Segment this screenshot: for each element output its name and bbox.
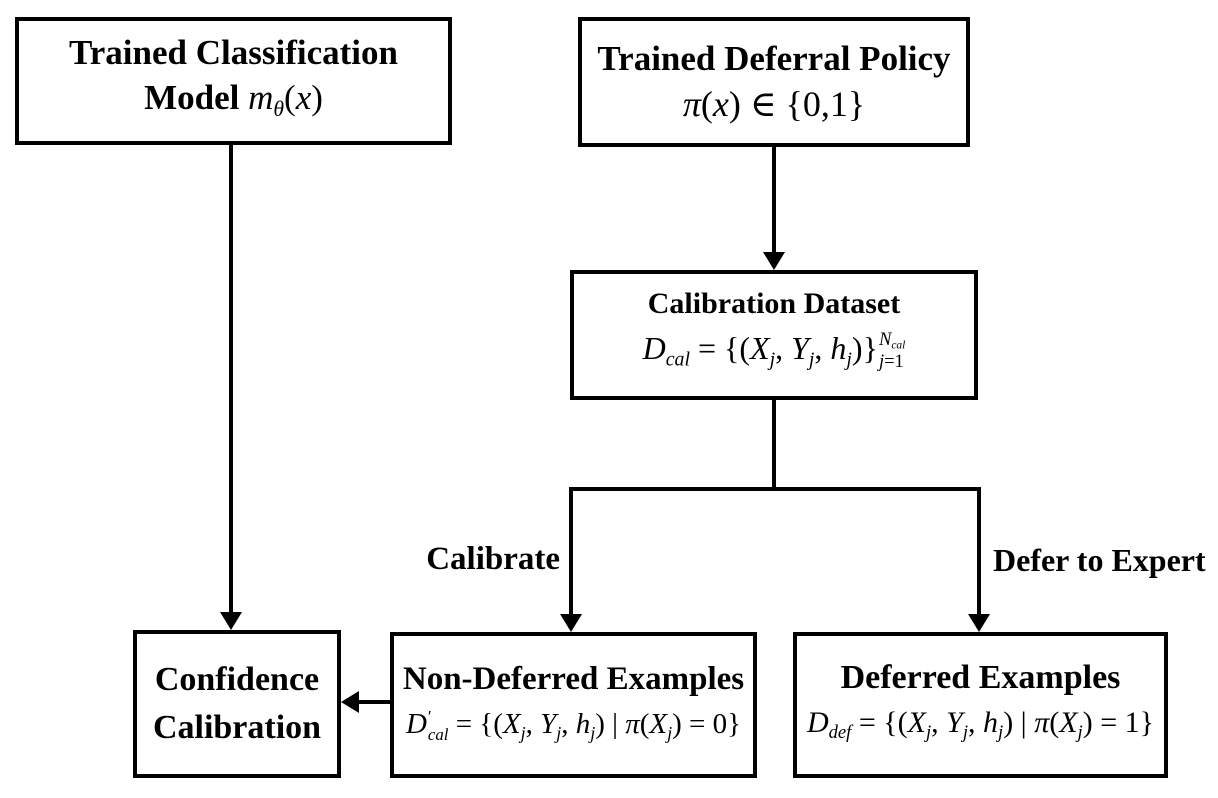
policy-title: Trained Deferral Policy [597, 39, 951, 78]
edge-split-right-branch [977, 487, 981, 618]
edge-label-defer-to-expert: Defer to Expert [993, 542, 1206, 578]
nondeferred-formula: D′cal = {(Xj, Yj, hj) | π(Xj) = 0} [405, 706, 742, 744]
edge-split-horizontal [569, 487, 981, 491]
arrowhead-policy-to-dataset-icon [763, 252, 785, 270]
edge-label-calibrate: Calibrate [426, 541, 560, 577]
dataset-title: Calibration Dataset [647, 287, 901, 321]
node-confidence-calibration: Confidence Calibration [133, 630, 341, 778]
arrowhead-calibrate-branch-icon [560, 614, 582, 632]
deferred-formula: Ddef = {(Xj, Yj, hj) | π(Xj) = 1} [806, 706, 1155, 743]
node-deferred-examples: Deferred Examples Ddef = {(Xj, Yj, hj) |… [793, 632, 1168, 778]
model-formula: Model mθ(x) [144, 77, 323, 121]
policy-formula: π(x) ∈ {0,1} [682, 84, 866, 124]
node-non-deferred-examples: Non-Deferred Examples D′cal = {(Xj, Yj, … [390, 632, 757, 778]
model-title: Trained Classification [69, 32, 398, 72]
confidence-title-line2: Calibration [152, 709, 322, 746]
edge-model-to-confidence [229, 143, 233, 616]
deferred-title: Deferred Examples [840, 659, 1121, 697]
arrowhead-nondeferred-to-confidence-icon [341, 691, 359, 713]
edge-nondeferred-to-confidence [355, 700, 392, 704]
edge-split-left-branch [569, 487, 573, 618]
confidence-title-line1: Confidence [154, 661, 320, 698]
node-calibration-dataset: Calibration Dataset Dcal = {(Xj, Yj, hj)… [570, 270, 978, 400]
nondeferred-title: Non-Deferred Examples [402, 660, 745, 697]
node-trained-deferral-policy: Trained Deferral Policy π(x) ∈ {0,1} [578, 17, 970, 147]
arrowhead-model-to-confidence-icon [220, 612, 242, 630]
arrowhead-defer-branch-icon [968, 614, 990, 632]
node-trained-classification-model: Trained Classification Model mθ(x) [15, 17, 452, 145]
edge-dataset-split-stem [772, 398, 776, 490]
edge-policy-to-dataset [772, 145, 776, 256]
